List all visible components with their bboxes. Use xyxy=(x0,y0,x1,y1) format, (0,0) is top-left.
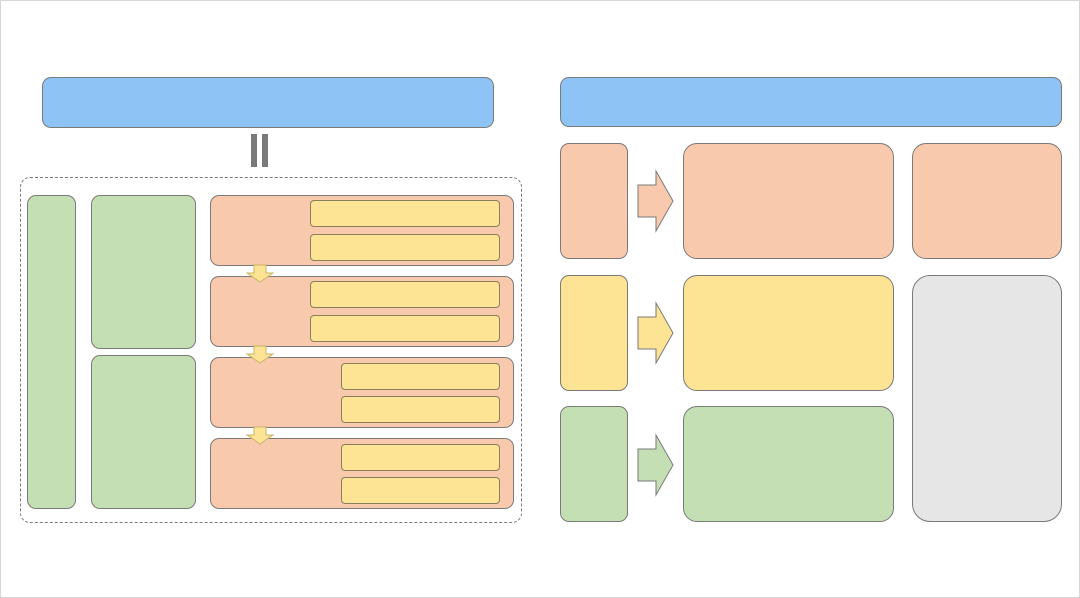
right-arrow-icon xyxy=(637,301,674,365)
step-2-slot-2 xyxy=(310,315,500,342)
step-1-slot-1 xyxy=(310,200,500,227)
left-green-column xyxy=(27,195,76,509)
step-4-slot-2 xyxy=(341,477,500,504)
left-header-bar xyxy=(42,77,494,128)
step-1-slot-2 xyxy=(310,234,500,261)
row-2-target-box xyxy=(683,275,894,391)
left-group-container xyxy=(20,177,522,523)
row-3-target-box xyxy=(683,406,894,522)
left-green-block-bottom xyxy=(91,355,196,509)
right-arrow-icon xyxy=(637,169,674,233)
down-arrow-icon xyxy=(245,345,275,364)
step-4-slot-1 xyxy=(341,444,500,471)
right-side-gray-box xyxy=(912,275,1062,522)
step-2-slot-1 xyxy=(310,281,500,308)
down-arrow-icon xyxy=(245,264,275,283)
row-1-target-box xyxy=(683,143,894,259)
step-3-slot-2 xyxy=(341,396,500,423)
down-arrow-icon xyxy=(245,426,275,445)
right-arrow-icon xyxy=(637,433,674,497)
row-1-source-box xyxy=(560,143,628,259)
step-3-slot-1 xyxy=(341,363,500,390)
right-header-bar xyxy=(560,77,1062,127)
left-green-block-top xyxy=(91,195,196,349)
row-2-source-box xyxy=(560,275,628,391)
row-3-source-box xyxy=(560,406,628,522)
row-1-extra-box xyxy=(912,143,1062,259)
